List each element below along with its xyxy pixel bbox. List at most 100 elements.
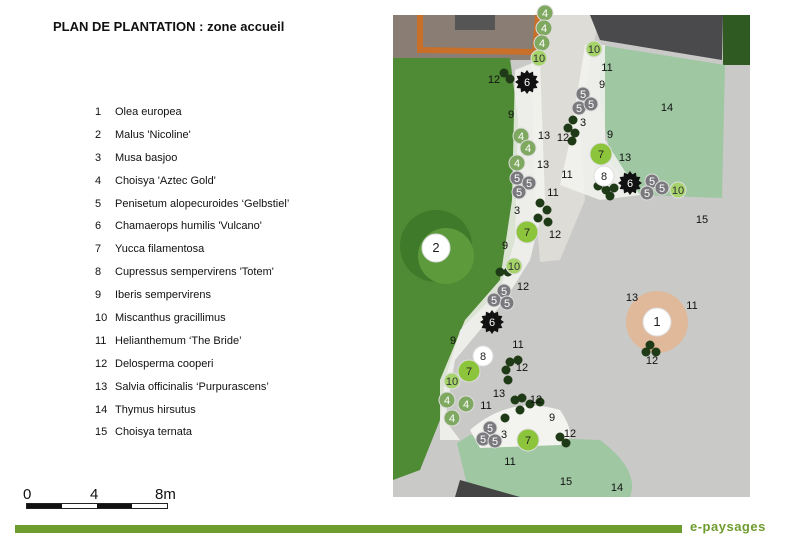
scale-bar [26,503,168,509]
plant-circle [585,40,603,58]
plant-number: 8 [601,171,607,183]
plant-number: 5 [659,183,665,195]
plant-circle [521,175,537,191]
plant-marker: 7 [457,359,481,383]
plant-number: 5 [501,286,507,298]
plant-number: 12 [488,74,500,86]
plant-marker: 9 [502,240,508,252]
plant-number: 12 [516,362,528,374]
plant-number: 5 [576,103,582,115]
delosperma-dot [542,205,552,215]
plant-circle [516,428,540,452]
plant-circle [589,142,613,166]
legend-number: 7 [95,243,102,256]
legend-plant-name: Penisetum alopecuroides ‘Gelbstiel’ [115,197,290,210]
plant-circle [654,180,670,196]
legend-plant-name: Olea europea [115,106,182,118]
plant-marker: 11 [480,400,491,412]
delosperma-dot [567,136,577,146]
plant-marker: 2 [421,233,451,263]
plant-number: 7 [524,227,530,239]
legend-plant-name: Chamaerops humilis 'Vulcano' [115,220,262,233]
delosperma-dot [535,397,545,407]
delosperma-dot [568,115,578,125]
plant-number: 15 [696,214,708,226]
plant-number: 6 [524,77,530,89]
plant-number: 11 [512,339,523,351]
plant-number: 12 [646,355,658,367]
legend-plant-name: Choisya 'Aztec Gold' [115,174,216,187]
plant-marker: 5 [499,295,515,311]
plant-number: 4 [541,23,547,35]
plant-circle [511,184,527,200]
plant-marker: 11 [512,339,523,351]
plant-marker: 10 [530,49,548,67]
legend-number: 5 [95,197,102,210]
plant-circle [530,49,548,67]
plant-number: 5 [580,89,586,101]
legend-number: 11 [95,334,107,347]
plant-number: 5 [492,436,498,448]
legend-number: 3 [95,151,102,164]
legend-number: 6 [95,220,102,233]
delosperma-dot [500,413,510,423]
plant-marker: 12 [517,281,529,293]
plant-marker: 7 [589,142,613,166]
plant-marker: 6 [515,70,539,94]
plant-number: 4 [539,38,545,50]
plant-number: 11 [601,62,612,74]
delosperma-dot [561,438,571,448]
plant-marker: 4 [457,395,475,413]
legend-plant-name: Thymus hirsutus [115,403,196,416]
planting-bed-top [560,45,640,200]
delosperma-dot [651,347,661,357]
delosperma-dot [645,340,655,350]
palm-symbol [618,171,642,195]
plant-marker: 8 [593,165,615,187]
plant-number: 3 [514,205,520,217]
plant-circle [499,295,515,311]
plant-circle [505,257,523,275]
plant-number: 8 [480,351,486,363]
legend-plant-name: Miscanthus gracillimus [115,312,226,325]
plant-circle [438,391,456,409]
plant-number: 10 [588,44,600,56]
plant-marker: 10 [443,372,461,390]
delosperma-dot [501,365,511,375]
legend-plant-name: Musa basjoo [115,151,178,164]
plant-circle [457,395,475,413]
plant-marker: 12 [516,362,528,374]
house-roof [590,15,723,60]
plant-marker: 5 [511,184,527,200]
delosperma-dot [535,198,545,208]
plant-number: 13 [619,152,631,164]
plant-marker: 12 [646,355,658,367]
plant-number: 11 [686,300,697,312]
plant-number: 12 [557,132,569,144]
plant-number: 5 [491,295,497,307]
plant-circle [669,181,687,199]
plant-marker: 6 [618,171,642,195]
legend-plant-name: Malus 'Nicoline' [115,128,191,141]
plant-number: 4 [463,399,469,411]
plant-circle [487,433,503,449]
plant-marker: 14 [611,482,623,494]
plant-marker: 4 [535,19,553,37]
plant-marker: 15 [560,476,572,488]
legend-plant-name: Salvia officinalis ‘Purpurascens’ [115,380,269,393]
plant-marker: 4 [519,139,537,157]
plant-number: 10 [533,53,545,65]
delosperma-dot [515,405,525,415]
delosperma-dot [533,213,543,223]
plant-number: 6 [489,317,495,329]
plant-marker: 4 [536,4,554,22]
plant-marker: 3 [580,117,586,129]
plant-number: 4 [514,158,520,170]
plant-number: 4 [542,8,548,20]
plant-marker: 4 [438,391,456,409]
